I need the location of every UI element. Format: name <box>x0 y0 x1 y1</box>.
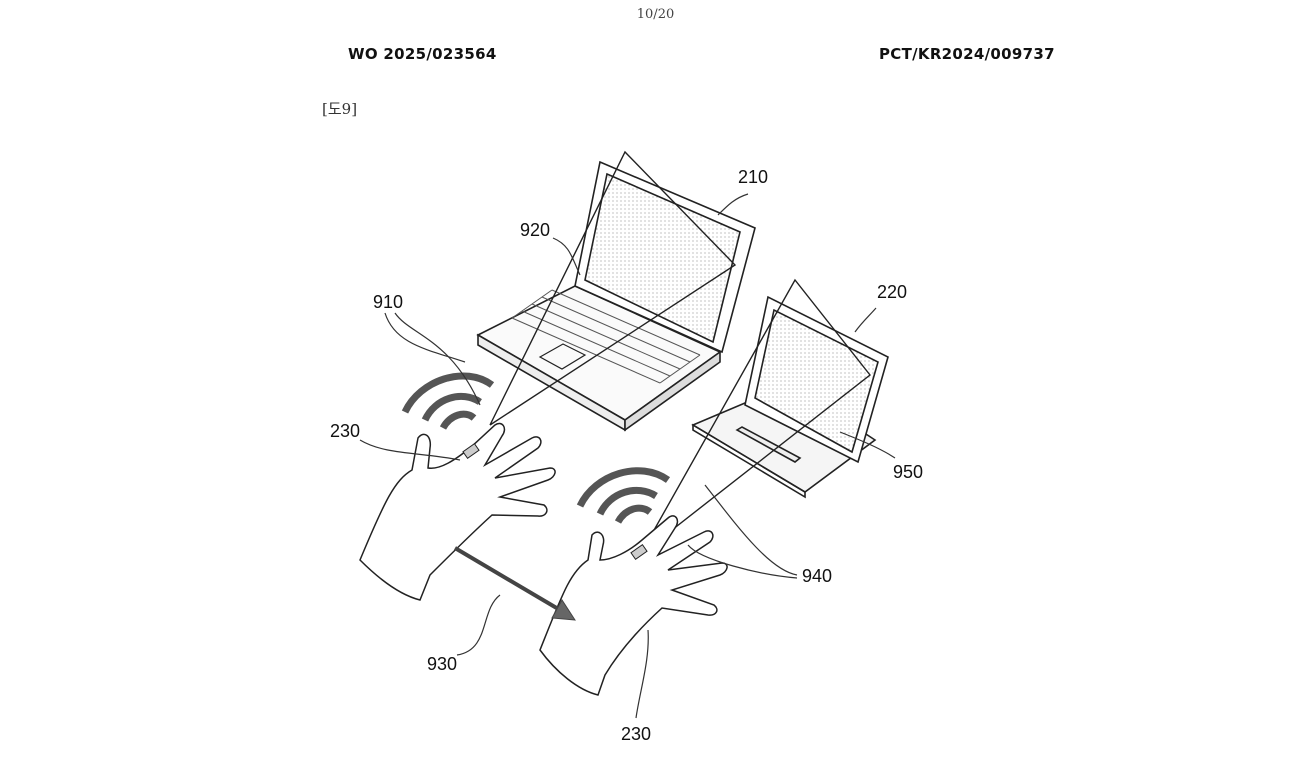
left-hand-drawing <box>359 422 556 601</box>
page-number: 10/20 <box>636 7 675 22</box>
ref-230-right: 230 <box>621 724 651 744</box>
ref-210: 210 <box>738 167 768 187</box>
ref-950: 950 <box>893 462 923 482</box>
publication-number: WO 2025/023564 <box>348 45 497 63</box>
figure-label: [도9] <box>322 100 358 118</box>
ref-920: 920 <box>520 220 550 240</box>
signal-waves-left <box>401 372 495 430</box>
gesture-arrow <box>453 546 576 621</box>
tablet-drawing <box>639 278 889 556</box>
left-ring <box>462 443 480 459</box>
right-ring <box>630 544 648 560</box>
ref-910: 910 <box>373 292 403 312</box>
ref-930: 930 <box>427 654 457 674</box>
ref-940: 940 <box>802 566 832 586</box>
reference-leaders <box>359 193 896 719</box>
application-number: PCT/KR2024/009737 <box>879 45 1055 63</box>
ref-230-left: 230 <box>330 421 360 441</box>
laptop-drawing <box>476 150 756 432</box>
right-hand-drawing <box>539 515 728 696</box>
ref-220: 220 <box>877 282 907 302</box>
signal-waves-right <box>576 467 671 524</box>
